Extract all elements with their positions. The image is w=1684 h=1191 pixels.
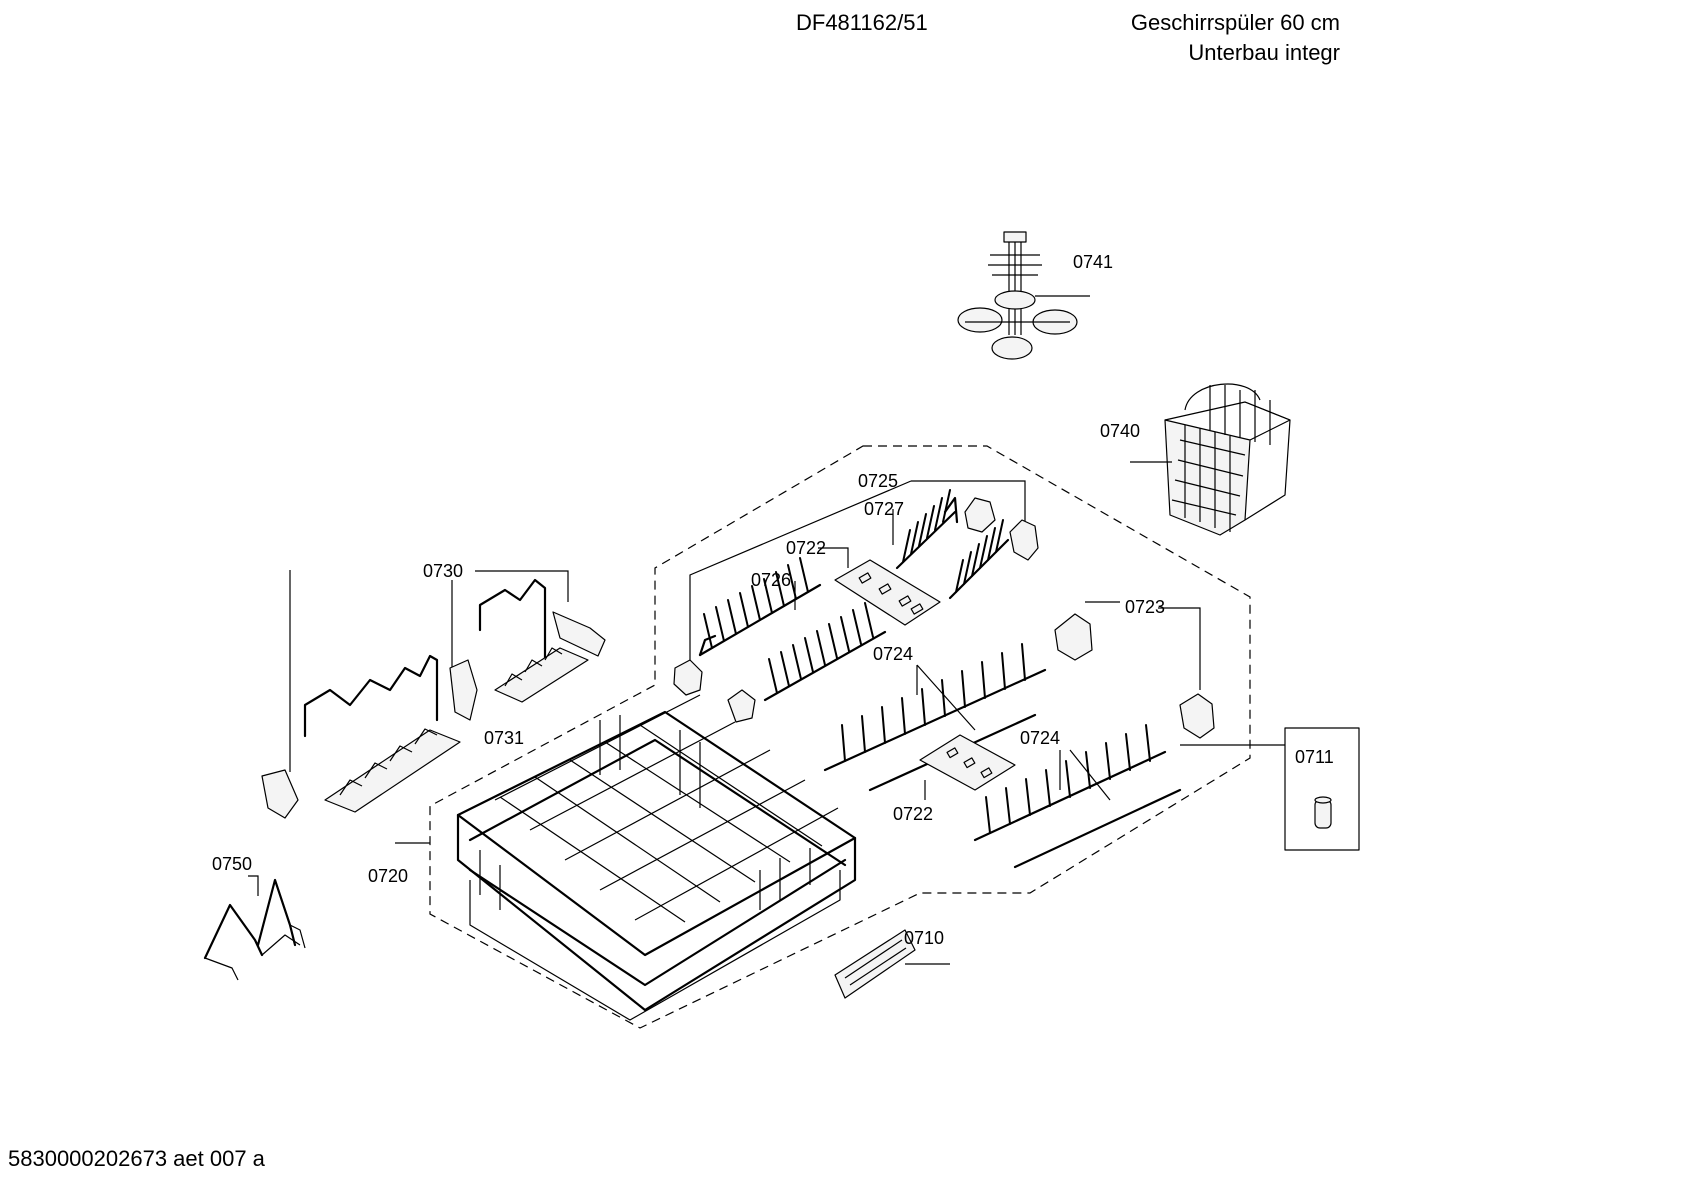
label-0726: 0726 <box>751 570 791 590</box>
label-0741: 0741 <box>1073 252 1113 272</box>
document-id: 5830000202673 aet 007 a <box>8 1146 265 1171</box>
part-0723-clips[interactable] <box>1054 613 1215 739</box>
part-0730-fold-flap[interactable] <box>261 578 606 819</box>
part-0720-lower-basket[interactable] <box>456 694 857 1021</box>
label-0710: 0710 <box>904 928 944 948</box>
label-0723: 0723 <box>1125 597 1165 617</box>
part-0726-plate-racks[interactable] <box>698 557 887 723</box>
label-0725: 0725 <box>858 471 898 491</box>
part-0727-folding-tines[interactable] <box>895 489 1010 600</box>
part-0740-cutlery-basket[interactable] <box>1130 383 1291 536</box>
part-0711-pin[interactable] <box>1314 796 1332 829</box>
part-0724-tine-rows[interactable] <box>823 643 1182 869</box>
label-0720: 0720 <box>368 866 408 886</box>
label-0722-upper: 0722 <box>786 538 826 558</box>
part-0725-rack-clips[interactable] <box>673 497 1039 696</box>
label-0711: 0711 <box>1295 747 1334 767</box>
model-number: DF481162/51 <box>796 10 928 35</box>
label-0724-upper: 0724 <box>873 644 913 664</box>
label-0722-lower: 0722 <box>893 804 933 824</box>
part-0722-lower-holder[interactable] <box>919 734 1016 791</box>
part-0750-holder[interactable] <box>203 878 306 981</box>
appliance-subtitle: Unterbau integr <box>1188 40 1340 65</box>
label-0731: 0731 <box>484 728 524 748</box>
label-0730: 0730 <box>423 561 463 581</box>
part-0741-cup-holder[interactable] <box>957 231 1090 360</box>
part-0711-box <box>1284 727 1360 851</box>
label-0750: 0750 <box>212 854 252 874</box>
part-0710-plate[interactable] <box>834 929 916 999</box>
label-0740: 0740 <box>1100 421 1140 441</box>
part-0722-upper-holder[interactable] <box>834 559 941 626</box>
appliance-title: Geschirrspüler 60 cm <box>1130 10 1340 35</box>
label-0727: 0727 <box>864 499 904 519</box>
label-0724-lower: 0724 <box>1020 728 1060 748</box>
assembly-boundary <box>429 445 1251 1029</box>
